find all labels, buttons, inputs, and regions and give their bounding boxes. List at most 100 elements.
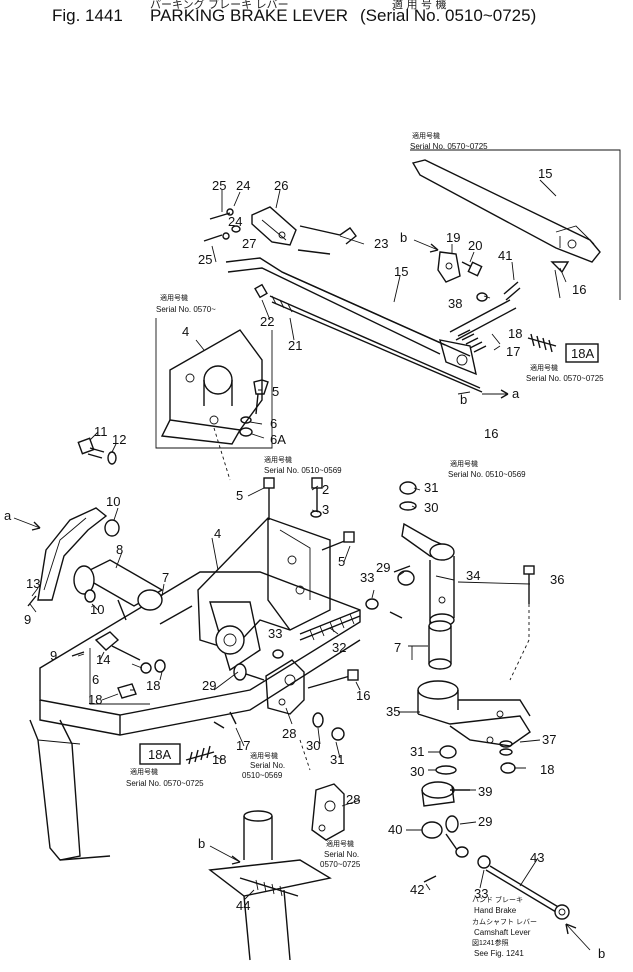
note-bottom-28-range: 0570~0725 xyxy=(320,860,361,869)
note-bottom-28-jp: 適用号機 xyxy=(326,839,354,848)
note-lower-center-serial: Serial No. xyxy=(250,761,285,770)
note-top-right: Serial No. 0570~0725 xyxy=(410,142,488,151)
lever-39 xyxy=(421,781,470,807)
callout-7-center: 7 xyxy=(162,570,169,585)
note-center: Serial No. 0510~0569 xyxy=(264,466,342,475)
callout-29-upper: 29 xyxy=(376,560,390,575)
callout-30-center: 30 xyxy=(306,738,320,753)
ref-b-top: b xyxy=(400,230,407,245)
note-hand-brake: Hand Brake xyxy=(474,906,517,915)
pin-9-13 xyxy=(27,595,85,657)
ref-a-right: a xyxy=(512,386,520,401)
callout-11: 11 xyxy=(94,424,108,439)
arm-35 xyxy=(417,680,531,747)
bolt-36 xyxy=(523,565,535,604)
housing-4-upper xyxy=(160,329,269,445)
callout-15-top: 15 xyxy=(538,166,552,181)
leader-dashed-a xyxy=(213,427,231,481)
callout-37: 37 xyxy=(542,732,556,747)
callout-30-top: 30 xyxy=(424,500,438,515)
callout-5-upper: 5 xyxy=(272,384,279,399)
figure-title: PARKING BRAKE LEVER xyxy=(150,6,349,25)
callout-7-right: 7 xyxy=(394,640,401,655)
japanese-applicable-label: 適 用 号 機 xyxy=(392,0,447,11)
callout-6-upper: 6 xyxy=(270,416,277,431)
nut-31-washer-30-lower xyxy=(435,745,457,775)
box-18a-upper-group: 18A xyxy=(565,343,599,363)
lever-28-center xyxy=(233,649,359,741)
lever-34 xyxy=(401,522,455,627)
spring-upper xyxy=(449,299,517,353)
spring-18a-lower xyxy=(185,711,237,765)
main-frame xyxy=(29,571,361,861)
box-18a-lower-group: 18A xyxy=(139,743,181,765)
shaft-8 xyxy=(73,559,164,621)
callout-32: 32 xyxy=(332,640,346,655)
callout-43: 43 xyxy=(530,850,544,865)
bushing-7 xyxy=(428,620,452,670)
callout-29-lower: 29 xyxy=(478,814,492,829)
callout-5-right: 5 xyxy=(338,554,345,569)
lever-arm-a xyxy=(37,507,120,601)
callout-4-upper: 4 xyxy=(182,324,189,339)
callout-13: 13 xyxy=(26,576,40,591)
callout-16-center: 16 xyxy=(356,688,370,703)
leader-lines xyxy=(29,179,567,901)
bolts-14-6-18 xyxy=(89,631,166,705)
callout-31-center: 31 xyxy=(330,752,344,767)
callout-21: 21 xyxy=(288,338,302,353)
callout-31-lower: 31 xyxy=(410,744,424,759)
callout-18-lower: 18 xyxy=(88,692,102,707)
callout-33-lower: 33 xyxy=(474,886,488,901)
callout-16-right: 16 xyxy=(484,426,498,441)
box-18a-lower: 18A xyxy=(148,747,171,762)
box-18a-upper: 18A xyxy=(571,346,594,361)
washer-40 xyxy=(421,821,443,839)
callout-33-center: 33 xyxy=(268,626,282,641)
callout-27: 27 xyxy=(242,236,256,251)
clevis-assembly-26 xyxy=(203,206,357,255)
note-see-fig: See Fig. 1241 xyxy=(474,949,524,958)
callout-38: 38 xyxy=(448,296,462,311)
callout-33-upper: 33 xyxy=(360,570,374,585)
washers-37-18 xyxy=(499,740,516,774)
note-16-right-jp: 適用号機 xyxy=(450,459,478,468)
callout-41: 41 xyxy=(498,248,512,263)
bracket-4-central xyxy=(137,477,355,672)
callout-30-lower: 30 xyxy=(410,764,424,779)
note-bottom-28-serial: Serial No. xyxy=(324,850,359,859)
callout-42: 42 xyxy=(410,882,424,897)
part-number-callouts: 25 24 26 24 27 23 25 19 20 15 41 15 16 3… xyxy=(24,166,586,913)
callout-24-top: 24 xyxy=(236,178,250,193)
bolt-11-washer-12 xyxy=(77,437,117,465)
callout-39: 39 xyxy=(478,784,492,799)
callout-18-lower-left: 18 xyxy=(212,752,226,767)
callout-18-mid: 18 xyxy=(146,678,160,693)
figure-serial-range: (Serial No. 0510~0725) xyxy=(360,6,537,25)
callout-10-lower: 10 xyxy=(90,602,104,617)
callout-28-center: 28 xyxy=(282,726,296,741)
note-camshaft-jp: カムシャフト レバー xyxy=(472,918,537,926)
main-rod-15 xyxy=(225,257,477,376)
callout-18-right: 18 xyxy=(540,762,554,777)
callout-36: 36 xyxy=(550,572,564,587)
rod-43 xyxy=(485,865,570,920)
callout-12: 12 xyxy=(112,432,126,447)
callout-20: 20 xyxy=(468,238,482,253)
note-18a-lower: Serial No. 0570~0725 xyxy=(126,779,204,788)
callout-6-lower: 6 xyxy=(92,672,99,687)
callout-23: 23 xyxy=(374,236,388,251)
callout-19: 19 xyxy=(446,230,460,245)
note-see-fig-jp: 図1241参照 xyxy=(472,938,509,947)
callout-29-center: 29 xyxy=(202,678,216,693)
callout-3: 3 xyxy=(322,502,329,517)
note-hand-brake-jp: ハンド ブレーキ xyxy=(472,895,523,904)
reference-arrows xyxy=(13,239,591,951)
ref-b-bottom-right: b xyxy=(598,946,605,961)
callout-22: 22 xyxy=(260,314,274,329)
callout-5-center: 5 xyxy=(236,488,243,503)
callout-10-upper: 10 xyxy=(106,494,120,509)
callout-6a: 6A xyxy=(270,432,286,447)
